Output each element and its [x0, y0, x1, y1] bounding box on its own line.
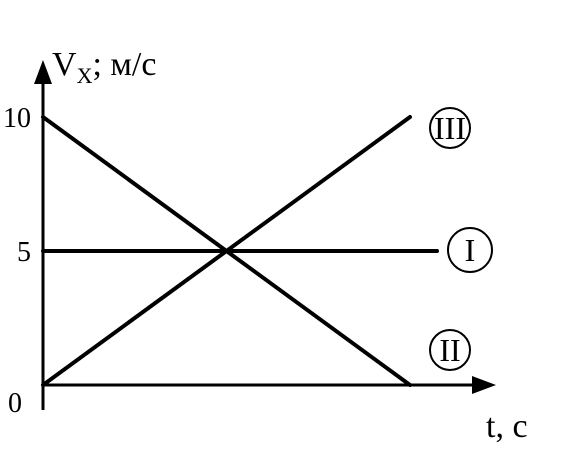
series-lines [41, 115, 439, 387]
y-tick-labels: 5 10 [3, 103, 31, 268]
y-axis-label: VX; м/с [52, 46, 156, 88]
series-label-III: III [434, 110, 466, 146]
series-label-II: II [439, 332, 460, 368]
y-axis-arrow [34, 60, 52, 84]
series-line-III [41, 115, 412, 387]
y-tick-label-10: 10 [3, 103, 31, 134]
x-axis-label: t, с [486, 408, 528, 445]
series-marker-circle-I [447, 227, 493, 273]
y-tick-label-5: 5 [17, 237, 31, 268]
x-axis-arrow [472, 376, 496, 394]
series-marker-circle-II [429, 329, 471, 371]
origin-label: 0 [8, 388, 22, 419]
series-label-I: I [465, 232, 476, 268]
series-marker-circle-III [429, 107, 471, 149]
